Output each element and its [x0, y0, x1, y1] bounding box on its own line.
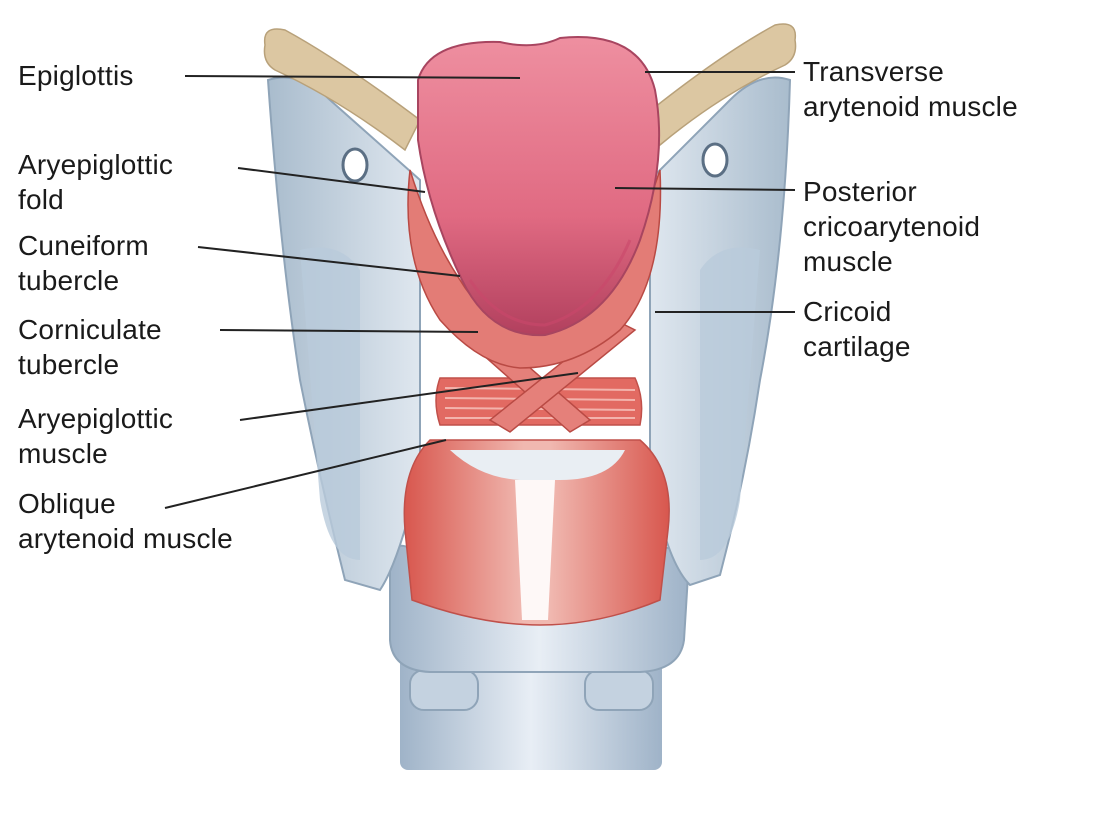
label-transverse-arytenoid-muscle: Transverse arytenoid muscle — [803, 54, 1018, 124]
label-posterior-cricoarytenoid-muscle-line2: cricoarytenoid — [803, 211, 981, 242]
label-transverse-arytenoid-muscle-line1: Transverse — [803, 56, 945, 87]
label-posterior-cricoarytenoid-muscle: Posterior cricoarytenoid muscle — [803, 174, 980, 279]
epiglottis-shape — [417, 36, 661, 337]
label-posterior-cricoarytenoid-muscle-line3: muscle — [803, 246, 893, 277]
hyoid-horn-left — [263, 28, 421, 152]
leader-oblique-arytenoid-muscle — [164, 439, 447, 509]
label-epiglottis: Epiglottis — [18, 58, 134, 93]
leader-epiglottis — [184, 75, 521, 79]
label-oblique-arytenoid-muscle: Oblique arytenoid muscle — [18, 486, 233, 556]
leader-aryepiglottic-fold — [237, 167, 426, 193]
label-cricoid-cartilage: Cricoid cartilage — [803, 294, 911, 364]
leader-lines — [164, 71, 796, 509]
label-corniculate-tubercle-line1: Corniculate — [18, 314, 162, 345]
label-aryepiglottic-muscle-line2: muscle — [18, 438, 108, 469]
label-cuneiform-tubercle: Cuneiform tubercle — [18, 228, 149, 298]
leader-aryepiglottic-muscle — [239, 372, 579, 421]
label-transverse-arytenoid-muscle-line2: arytenoid muscle — [803, 91, 1018, 122]
label-corniculate-tubercle: Corniculate tubercle — [18, 312, 162, 382]
label-cuneiform-tubercle-line2: tubercle — [18, 265, 120, 296]
label-aryepiglottic-fold-line1: Aryepiglottic — [18, 149, 174, 180]
leader-posterior-cricoarytenoid-muscle — [614, 187, 796, 191]
label-oblique-arytenoid-muscle-line2: arytenoid muscle — [18, 523, 233, 554]
label-aryepiglottic-muscle: Aryepiglottic muscle — [18, 401, 173, 471]
label-cricoid-cartilage-line1: Cricoid — [803, 296, 892, 327]
label-posterior-cricoarytenoid-muscle-line1: Posterior — [803, 176, 917, 207]
label-aryepiglottic-fold-line2: fold — [18, 184, 64, 215]
label-aryepiglottic-muscle-line1: Aryepiglottic — [18, 403, 174, 434]
label-epiglottis-line1: Epiglottis — [18, 60, 134, 91]
trachea — [400, 655, 662, 770]
label-oblique-arytenoid-muscle-line1: Oblique — [18, 488, 116, 519]
label-cuneiform-tubercle-line1: Cuneiform — [18, 230, 149, 261]
label-cricoid-cartilage-line2: cartilage — [803, 331, 911, 362]
leader-cuneiform-tubercle — [197, 246, 461, 277]
label-corniculate-tubercle-line2: tubercle — [18, 349, 120, 380]
leader-corniculate-tubercle — [219, 329, 479, 333]
label-aryepiglottic-fold: Aryepiglottic fold — [18, 147, 173, 217]
